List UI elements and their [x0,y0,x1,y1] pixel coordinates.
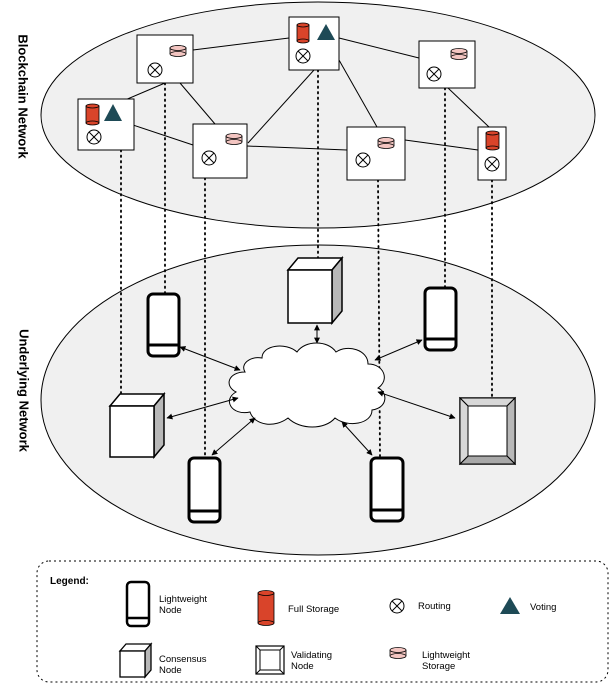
blockchain-links [123,37,490,151]
blockchain-node-left [77,98,135,151]
legend-lightweight-storage-label: Lightweight Storage [422,650,471,672]
routing-icon [295,48,311,64]
legend-consensus-node-label: Consensus Node [159,654,207,676]
blockchain-node-center-right [346,126,406,181]
legend-full-storage-icon [257,590,275,626]
validating-node-frame [458,396,517,466]
legend-box [36,560,609,683]
legend-lightweight-storage-icon [389,647,407,659]
blockchain-node-top-left [136,34,194,84]
lightweight-node-phone [423,286,458,352]
lightweight-storage-icon [377,137,395,149]
legend-validating-node-icon [255,645,285,675]
blockchain-node-center-left [192,123,248,179]
lightweight-node-phone [369,456,405,523]
voting-icon [317,24,335,40]
legend-voting-label: Voting [530,602,557,613]
routing-icon [201,150,217,166]
full-storage-icon [296,22,310,44]
legend-lightweight-node-label: Lightweight Node [159,594,208,616]
connection-arrows [166,324,456,456]
lightweight-node-phone [187,456,222,524]
blockchain-node-top-center [288,16,340,71]
blockchain-network-label: Blockchain Network [15,34,31,159]
full-storage-icon [85,103,100,126]
routing-icon [86,129,102,145]
consensus-node-cube [108,391,166,460]
routing-icon [147,62,163,78]
routing-icon [426,66,442,82]
lightweight-storage-icon [225,133,243,145]
consensus-node-cube [286,255,344,326]
blockchain-node-top-right [418,40,476,89]
blockchain-node-right [477,126,507,181]
voting-icon [104,104,122,121]
legend-validating-node-label: Validating Node [291,650,333,672]
legend-lightweight-node-icon [125,580,151,628]
legend-routing-label: Routing [418,601,451,612]
routing-icon [355,152,371,168]
legend-voting-icon [500,597,520,614]
routing-icon [484,156,500,172]
legend-consensus-node-icon [118,642,153,679]
lightweight-storage-icon [169,45,187,57]
lightweight-storage-icon [450,48,468,60]
lightweight-node-phone [146,292,181,358]
legend-routing-icon [389,598,405,614]
full-storage-icon [485,130,500,151]
legend-full-storage-label: Full Storage [288,604,340,615]
underlying-network-label: Underlying Network [16,329,32,452]
legend-title: Legend: [50,576,89,587]
